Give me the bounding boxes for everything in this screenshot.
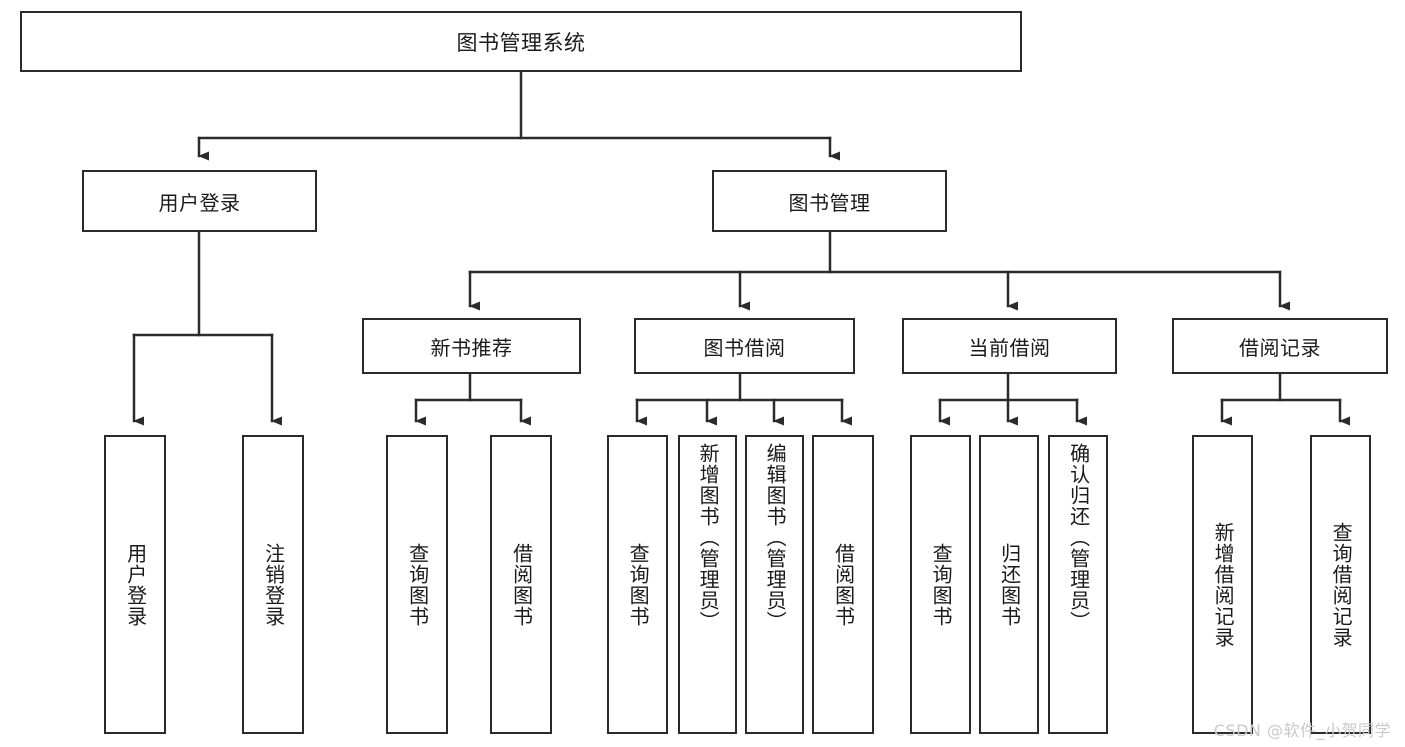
node-borrow-record-label: 借阅记录 (1239, 335, 1321, 360)
node-book-management[interactable]: 图书管理 (712, 170, 947, 232)
leaf-borrow-query-book-label: 查询图书 (626, 542, 651, 627)
node-borrow-record[interactable]: 借阅记录 (1172, 318, 1388, 374)
node-root[interactable]: 图书管理系统 (20, 11, 1022, 72)
leaf-current-return-book-label: 归还图书 (997, 542, 1022, 627)
leaf-record-query-record[interactable]: 查询借阅记录 (1310, 435, 1371, 734)
leaf-user-login-login-label: 用户登录 (123, 542, 148, 627)
leaf-record-add-record-label: 新增借阅记录 (1211, 521, 1236, 648)
leaf-borrow-borrow-book[interactable]: 借阅图书 (812, 435, 874, 734)
leaf-borrow-edit-book[interactable]: 编辑图书（管理员） (745, 435, 804, 734)
leaf-new-book-query-label: 查询图书 (405, 542, 430, 627)
leaf-current-return-book[interactable]: 归还图书 (979, 435, 1039, 734)
leaf-borrow-edit-book-label: 编辑图书（管理员） (763, 443, 788, 632)
node-user-login-label: 用户登录 (158, 190, 241, 215)
leaf-record-add-record[interactable]: 新增借阅记录 (1192, 435, 1253, 734)
leaf-user-login-logout[interactable]: 注销登录 (242, 435, 304, 734)
leaf-user-login-logout-label: 注销登录 (261, 542, 286, 627)
leaf-new-book-borrow[interactable]: 借阅图书 (490, 435, 552, 734)
leaf-current-query-book[interactable]: 查询图书 (910, 435, 971, 734)
leaf-borrow-add-book-label: 新增图书（管理员） (696, 443, 721, 632)
leaf-borrow-borrow-book-label: 借阅图书 (831, 542, 856, 627)
leaf-new-book-borrow-label: 借阅图书 (509, 542, 534, 627)
node-book-borrow[interactable]: 图书借阅 (634, 318, 855, 374)
node-current-borrow-label: 当前借阅 (968, 335, 1051, 360)
node-root-label: 图书管理系统 (456, 30, 586, 55)
leaf-current-query-book-label: 查询图书 (929, 542, 954, 627)
node-new-book-recommend[interactable]: 新书推荐 (362, 318, 581, 374)
node-current-borrow[interactable]: 当前借阅 (902, 318, 1117, 374)
node-user-login[interactable]: 用户登录 (82, 170, 317, 232)
node-new-book-recommend-label: 新书推荐 (430, 335, 513, 360)
leaf-user-login-login[interactable]: 用户登录 (104, 435, 166, 734)
leaf-current-confirm-return[interactable]: 确认归还（管理员） (1048, 435, 1108, 734)
node-book-borrow-label: 图书借阅 (703, 335, 786, 360)
node-book-management-label: 图书管理 (788, 190, 871, 215)
leaf-new-book-query[interactable]: 查询图书 (386, 435, 448, 734)
leaf-current-confirm-return-label: 确认归还（管理员） (1066, 443, 1091, 632)
leaf-borrow-add-book[interactable]: 新增图书（管理员） (678, 435, 737, 734)
leaf-borrow-query-book[interactable]: 查询图书 (607, 435, 668, 734)
leaf-record-query-record-label: 查询借阅记录 (1329, 521, 1354, 648)
